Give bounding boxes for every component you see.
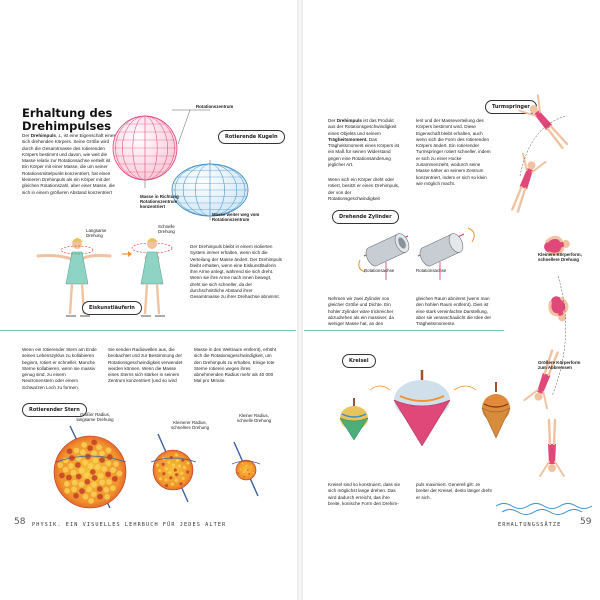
cylinder-hollow xyxy=(358,233,410,273)
tag-eiskunstlaeuferin: Eiskunstläuferin xyxy=(82,301,142,315)
star-paragraph-col1: Wenn ein rotierender Stern am Ende seine… xyxy=(22,347,97,390)
label-star-large: Großer Radius, langsame Drehung xyxy=(76,412,114,423)
right-paragraph-2: Wenn sich ein Körper dreht oder rotiert,… xyxy=(328,177,400,201)
skater-paragraph: Der Drehimpuls bleibt in einem isolierte… xyxy=(190,244,282,300)
label-kleinere-koerperform: Kleinere Körperform, schnellere Drehung xyxy=(538,252,582,263)
page-number-left: 58 xyxy=(14,517,26,527)
label-rotationsachse-2: Rotationsachse xyxy=(416,268,447,273)
title-line-1: Erhaltung des xyxy=(22,106,113,120)
rotating-stars-illustration xyxy=(53,425,261,509)
top-small-left xyxy=(339,398,369,441)
tag-turmspringer: Turmspringer xyxy=(485,100,537,114)
top-large-center xyxy=(393,370,451,447)
label-star-medium: Kleinerer Radius, schnellere Drehung xyxy=(170,420,210,431)
top-small-right xyxy=(481,382,511,439)
kreisel-paragraph-1: Kreisel sind so konstruiert, dass sie si… xyxy=(328,482,400,506)
label-star-small: Kleiner Radius, schnelle Drehung xyxy=(236,413,272,424)
tag-rotierende-kugeln: Rotierende Kugeln xyxy=(218,130,285,144)
right-paragraph-3: lerit und der Masseverteilung des Körper… xyxy=(416,118,491,186)
right-paragraph-1: Der Drehimpuls ist das Produkt aus der R… xyxy=(328,118,400,168)
cylinder-paragraph-2: gleichen Raum abnimmt (wenn man den hohl… xyxy=(416,296,492,327)
label-langsame-drehung: Langsame Drehung xyxy=(86,228,107,239)
label-rotationszentrum: Rotationszentrum xyxy=(196,104,234,109)
rotating-cylinders-illustration xyxy=(358,227,475,280)
label-rotationsachse-1: Rotationsachse xyxy=(364,268,395,273)
section-divider-left xyxy=(0,330,296,332)
label-groessere-koerperform: Größere Körperform zum Abbremsen xyxy=(538,360,581,371)
star-paragraph-col3: Masse in den Weltraum entfernt), erhöht … xyxy=(194,347,277,384)
title-line-2: Drehimpulses xyxy=(22,119,111,133)
cylinder-solid xyxy=(417,227,475,267)
page-number-right: 59 xyxy=(580,517,592,527)
spinning-tops-illustration xyxy=(339,370,511,447)
section-divider-right xyxy=(304,330,504,332)
tag-kreisel: Kreisel xyxy=(342,354,376,368)
section-title: Erhaltung des Drehimpulses xyxy=(22,107,112,133)
footer-left: PHYSIK. EIN VISUELLES LEHRBUCH FÜR JEDES… xyxy=(32,522,227,528)
tag-drehende-zylinder: Drehende Zylinder xyxy=(332,210,399,224)
skater-arms-in xyxy=(122,238,173,317)
label-masse-weiter: Masse weiter weg vom Rotationszentrum xyxy=(212,212,260,223)
star-large xyxy=(53,425,127,509)
cylinder-paragraph-1: Nehmen wir zwei Zylinder von gleicher Gr… xyxy=(328,296,394,327)
diver-illustration xyxy=(495,94,593,515)
tag-rotierender-stern: Rotierender Stern xyxy=(22,403,87,417)
star-medium xyxy=(150,433,197,503)
kreisel-paragraph-2: puls maximiert. Generell gilt: Je breite… xyxy=(416,482,492,500)
intro-paragraph: Der Drehimpuls, L, ist eine Eigenschaft … xyxy=(22,133,116,195)
footer-right: ERHALTUNGSSÄTZE xyxy=(498,522,562,528)
label-schnelle-drehung: Schnelle Drehung xyxy=(158,224,175,235)
figure-skater-illustration xyxy=(36,238,173,317)
rotating-spheres-illustration xyxy=(112,109,249,220)
skater-arms-out xyxy=(36,238,112,317)
star-small xyxy=(231,441,261,497)
star-paragraph-col2: Sie senden Radiowellen aus, die beobacht… xyxy=(108,347,183,384)
book-gutter xyxy=(297,0,303,600)
label-masse-konzentriert: Masse in Richtung Rotationszentrum konze… xyxy=(140,194,179,210)
